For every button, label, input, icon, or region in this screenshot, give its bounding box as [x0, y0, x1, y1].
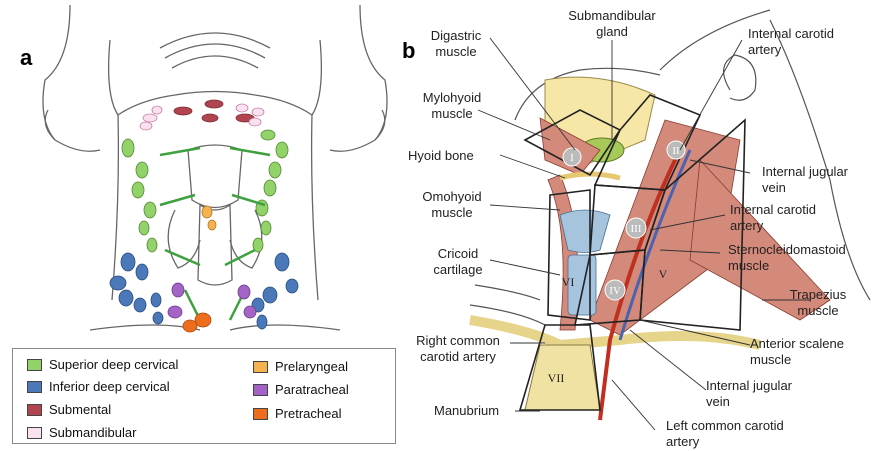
label-ica-mid-2: artery	[730, 218, 764, 233]
label-rcca-1: Right common	[416, 333, 500, 348]
label-ica-top-1: Internal carotid	[748, 26, 834, 41]
label-lcca-1: Left common carotid	[666, 418, 784, 433]
label-rcca-2: carotid artery	[420, 349, 496, 364]
label-mylohyoid-1: Mylohyoid	[423, 90, 482, 105]
label-lcca-2: artery	[666, 434, 700, 449]
label-scm-1: Sternocleidomastoid	[728, 242, 846, 257]
label-ica-top-2: artery	[748, 42, 782, 57]
label-ica-mid-1: Internal carotid	[730, 202, 816, 217]
label-manubrium: Manubrium	[434, 403, 499, 418]
label-cricoid-2: cartilage	[433, 262, 482, 277]
label-digastric-2: muscle	[435, 44, 476, 59]
label-digastric-1: Digastric	[431, 28, 482, 43]
label-hyoid: Hyoid bone	[408, 148, 474, 163]
level-vii-label: VII	[548, 371, 565, 385]
label-asm-1: Anterior scalene	[750, 336, 844, 351]
level-v-label: V	[659, 267, 668, 281]
label-trapezius-2: muscle	[797, 303, 838, 318]
label-ijv-bot-2: vein	[706, 394, 730, 409]
level-iv-label: IV	[609, 285, 621, 297]
label-omohyoid-1: Omohyoid	[422, 189, 481, 204]
level-i-label: I	[570, 152, 574, 164]
label-submandibular-gland-2: gland	[596, 24, 628, 39]
label-submandibular-gland-1: Submandibular	[568, 8, 656, 23]
label-ijv-top-2: vein	[762, 180, 786, 195]
label-cricoid-1: Cricoid	[438, 246, 478, 261]
label-trapezius-1: Trapezius	[790, 287, 847, 302]
label-ijv-top-1: Internal jugular	[762, 164, 849, 179]
label-omohyoid-2: muscle	[431, 205, 472, 220]
label-ijv-bot-1: Internal jugular	[706, 378, 793, 393]
level-iii-label: III	[631, 223, 642, 235]
level-vi-label: VI	[562, 275, 575, 289]
label-scm-2: muscle	[728, 258, 769, 273]
label-mylohyoid-2: muscle	[431, 106, 472, 121]
level-ii-label: II	[672, 145, 680, 157]
label-asm-2: muscle	[750, 352, 791, 367]
